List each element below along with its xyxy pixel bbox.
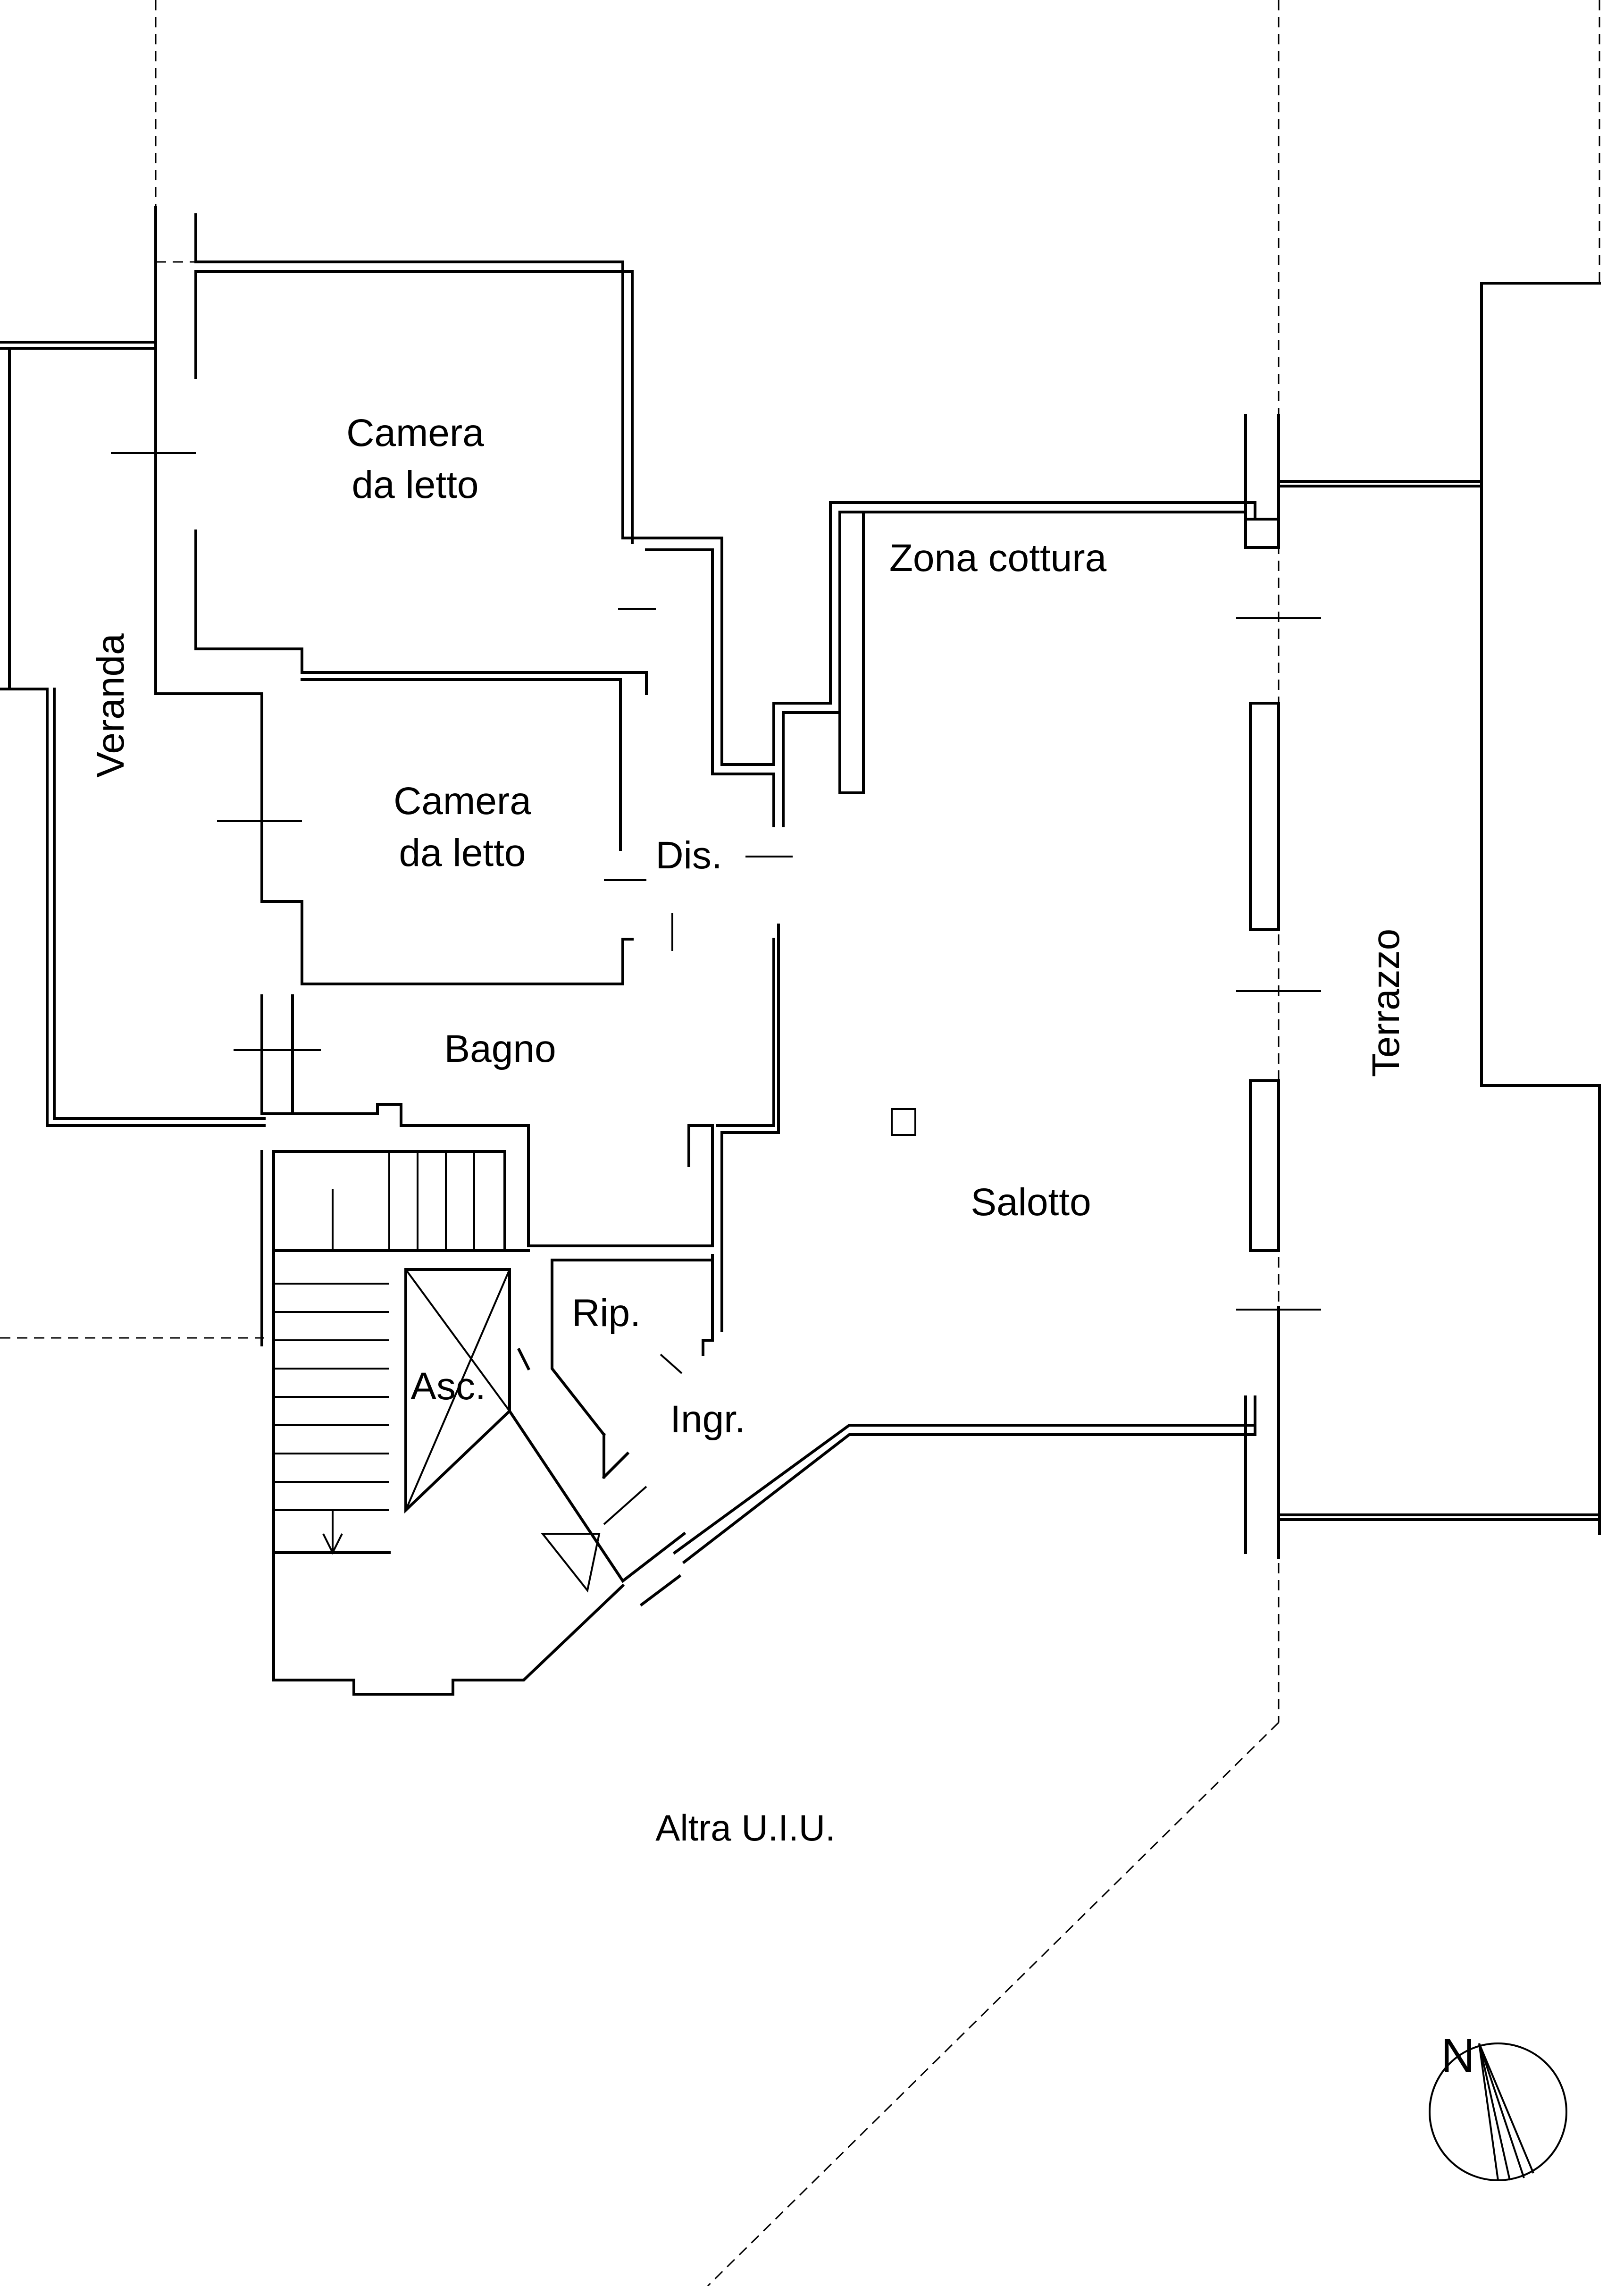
room-labels: Camera da letto Zona cottura Veranda Cam…	[89, 412, 1475, 2082]
label-altra-uiu: Altra U.I.U.	[655, 1807, 835, 1849]
walls	[0, 206, 1601, 1696]
pillar	[891, 1108, 916, 1136]
label-bagno: Bagno	[444, 1027, 556, 1070]
label-terrazzo: Terrazzo	[1364, 929, 1407, 1077]
label-camera-2-line2: da letto	[399, 832, 526, 874]
label-salotto: Salotto	[971, 1181, 1091, 1224]
label-veranda: Veranda	[89, 633, 132, 778]
label-ingr: Ingr.	[670, 1398, 745, 1441]
compass-label: N	[1441, 2029, 1475, 2082]
stairs	[274, 1151, 475, 1555]
label-zona-cottura: Zona cottura	[889, 537, 1107, 580]
label-camera-1-line2: da letto	[352, 463, 479, 506]
opening-ticks	[111, 452, 1321, 1525]
label-dis: Dis.	[655, 834, 722, 877]
label-camera-1-line1: Camera	[346, 412, 484, 454]
label-asc: Asc.	[410, 1365, 486, 1408]
label-camera-2-line1: Camera	[393, 780, 531, 823]
entrance-arrow-icon	[540, 1533, 601, 1593]
label-rip: Rip.	[572, 1292, 641, 1335]
elevator-shaft	[404, 1268, 511, 1514]
north-arrow-icon	[1429, 2042, 1567, 2181]
